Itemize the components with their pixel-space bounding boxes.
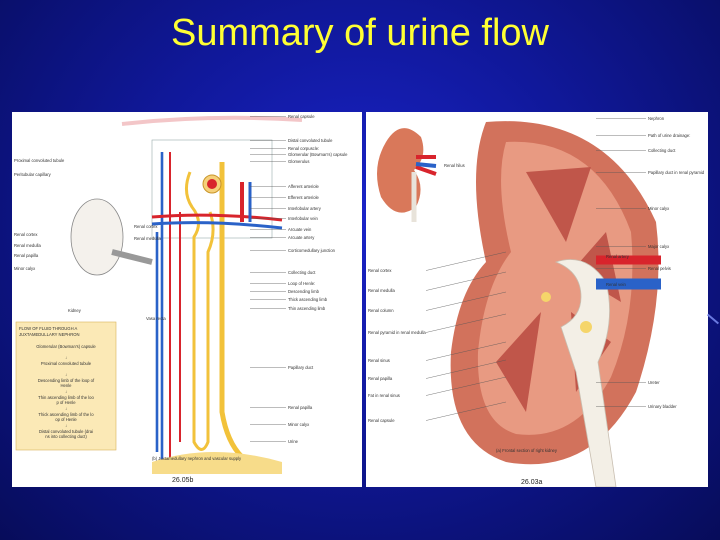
label-right-6: Efferent arteriole [288, 195, 320, 200]
label-left-2: Renal cortex [14, 232, 38, 237]
label-left-5: Renal papilla [368, 376, 393, 381]
flow-step-5-cont: ns into collecting duct) [45, 434, 87, 439]
inner-label-renal-hilus: Renal hilus [444, 163, 465, 168]
label-right-5: Major calyx [648, 244, 670, 249]
label-left-4: Renal sinus [368, 358, 390, 363]
label-right-6: Renal pelvis [648, 266, 671, 271]
right-figure-number: 26.03a [521, 479, 543, 486]
flow-box-heading: FLOW OF FLUID THROUGH A [19, 326, 78, 331]
flow-step-3-cont: p of Henle [56, 400, 76, 405]
label-left-7: Renal capsule [368, 418, 395, 423]
right-caption: (a) Frontal section of right kidney [496, 448, 558, 453]
label-right-2: Renal corpuscle: [288, 146, 319, 151]
small-kidney-icon [71, 199, 123, 275]
label-right-15: Thick ascending limb [288, 297, 328, 302]
label-right-4: Glomerulus [288, 159, 309, 164]
label-right-4: Minor calyx [648, 206, 670, 211]
flow-box-heading-2: JUXTAMEDULLARY NEPHRON [19, 332, 80, 337]
label-left-6: Fat in renal sinus [368, 393, 400, 398]
flow-arrow: ↓ [65, 406, 67, 411]
flow-arrow: ↓ [65, 423, 67, 428]
label-right-8: Urinary bladder [648, 404, 677, 409]
label-right-2: Collecting duct [648, 148, 676, 153]
label-right-3: Glomerular (Bowman's) capsule [288, 152, 348, 157]
glomerulus [207, 179, 217, 189]
label-right-0: Nephron [648, 116, 665, 121]
renal-vein-small [416, 164, 436, 166]
arcuate-artery [152, 215, 282, 220]
inner-label-cortex: Renal cortex [134, 224, 158, 229]
decorative-line [707, 314, 719, 325]
inner-label-medulla: Renal medulla [134, 236, 161, 241]
label-left-6: Kidney [68, 308, 82, 313]
inner-label-renal-artery: Renal artery [606, 254, 630, 259]
label-left-2: Renal column [368, 308, 394, 313]
flow-arrow: ↓ [65, 355, 67, 360]
label-left-0: Proximal convoluted tubule [14, 158, 65, 163]
flow-step-1: Proximal convoluted tubule [41, 361, 92, 366]
inner-label-renal-vein: Renal vein [606, 282, 626, 287]
flow-arrow: ↓ [65, 372, 67, 377]
label-right-0: Renal capsule [288, 114, 315, 119]
label-right-18: Renal papilla [288, 405, 313, 410]
flow-step-2-cont: Henle [61, 383, 73, 388]
label-right-12: Collecting duct [288, 270, 316, 275]
label-right-9: Arcuate vein [288, 227, 312, 232]
label-right-20: Urine [288, 439, 299, 444]
label-right-13: Loop of Henle: [288, 281, 315, 286]
slide-title: Summary of urine flow [0, 12, 720, 55]
vasa-recta-artery [170, 152, 180, 467]
inner-label-vasa-recta: Vasa recta [146, 316, 166, 321]
label-right-7: Ureter [648, 380, 660, 385]
label-right-1: Path of urine drainage: [648, 133, 690, 138]
label-left-4: Renal papilla [14, 253, 39, 258]
fat-in-sinus [580, 321, 592, 333]
label-right-17: Papillary duct [288, 365, 314, 370]
flow-step-4-cont: op of Henle [55, 417, 77, 422]
fat-in-sinus [541, 292, 551, 302]
label-left-0: Renal cortex [368, 268, 392, 273]
vasa-recta-vein [157, 152, 162, 472]
label-left-3: Renal pyramid in renal medulla [368, 330, 426, 335]
left-caption: (b) Juxtamedullary nephron and vascular … [152, 456, 242, 461]
label-left-3: Renal medulla [14, 243, 41, 248]
flow-arrow: ↓ [65, 389, 67, 394]
label-right-8: Interlobular vein [288, 216, 318, 221]
arcuate-vein [152, 223, 282, 228]
label-right-5: Afferent arteriole [288, 184, 320, 189]
label-right-14: Descending limb [288, 289, 320, 294]
label-left-5: Minor calyx [14, 266, 36, 271]
label-right-3: Papillary duct in renal pyramid [648, 170, 705, 175]
left-figure-number: 26.05b [172, 477, 194, 484]
label-right-19: Minor calyx [288, 422, 310, 427]
label-left-1: Renal medulla [368, 288, 395, 293]
label-right-11: Corticomedullary junction [288, 248, 336, 253]
label-right-16: Thin ascending limb [288, 306, 326, 311]
flow-step-0: Glomerular (Bowman's) capsule [36, 344, 96, 349]
label-right-10: Arcuate artery [288, 235, 315, 240]
renal-capsule-band [122, 118, 302, 124]
label-right-7: Interlobular artery [288, 206, 322, 211]
label-left-1: Peritubular capillary [14, 172, 52, 177]
label-right-1: Distal convoluted tubule [288, 138, 333, 143]
collecting-duct [222, 162, 242, 457]
